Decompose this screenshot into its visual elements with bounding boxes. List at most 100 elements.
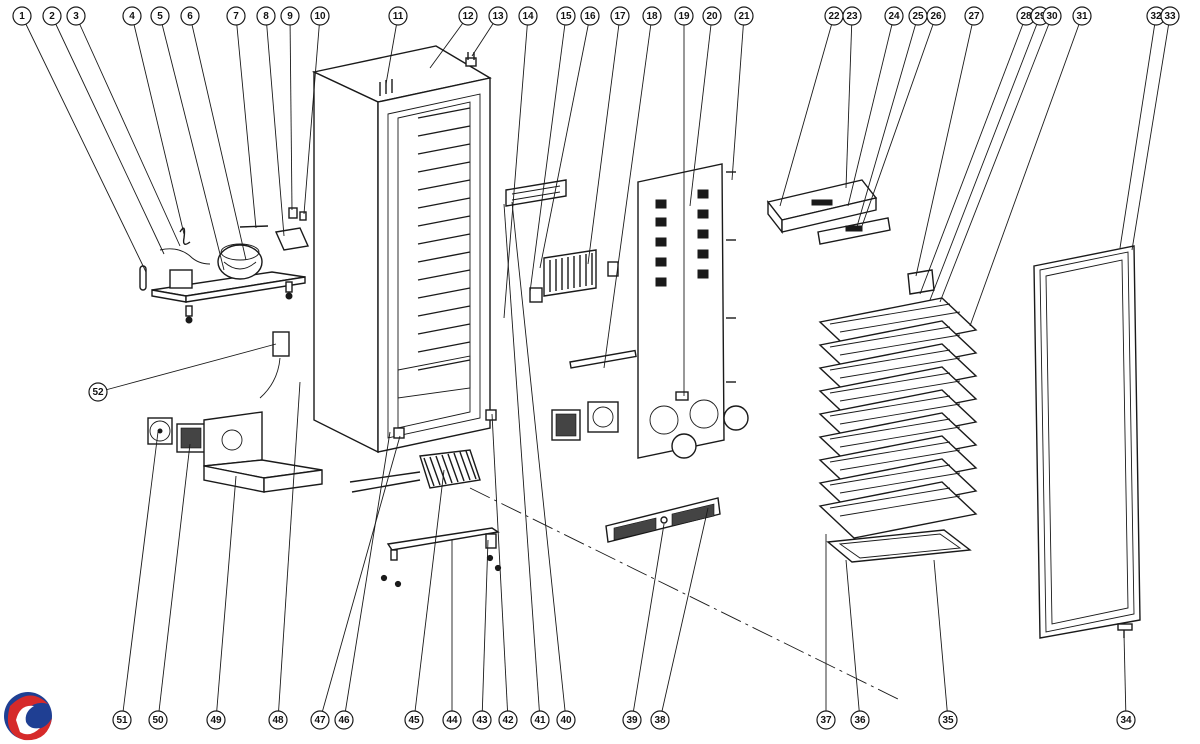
callout-11: 11 — [388, 6, 408, 26]
leader-line-30 — [939, 15, 1053, 303]
callout-number-5: 5 — [157, 11, 163, 22]
leader-line-20 — [689, 15, 713, 207]
leader-line-16 — [539, 15, 591, 269]
callout-circle-11 — [388, 6, 408, 26]
leader-line-4 — [131, 15, 185, 235]
control-panel — [766, 179, 891, 245]
callout-18: 18 — [642, 6, 662, 26]
callout-circle-50 — [148, 710, 168, 730]
callout-46: 46 — [334, 710, 354, 730]
leader-line-5 — [159, 15, 225, 271]
callout-circle-13 — [488, 6, 508, 26]
callout-circle-17 — [610, 6, 630, 26]
rear-panel — [637, 163, 749, 459]
callout-34: 34 — [1116, 710, 1136, 730]
callout-number-7: 7 — [233, 11, 239, 22]
leader-line-9 — [289, 15, 293, 211]
callout-number-45: 45 — [408, 715, 420, 726]
evaporator-assembly — [349, 449, 502, 588]
callout-2: 2 — [42, 6, 62, 26]
callout-37: 37 — [816, 710, 836, 730]
leader-line-41 — [503, 203, 541, 721]
leader-line-34 — [1123, 633, 1127, 721]
leader-line-50 — [157, 443, 191, 721]
callout-number-52: 52 — [92, 387, 104, 398]
leader-line-32 — [1119, 15, 1157, 249]
callout-number-19: 19 — [678, 11, 690, 22]
callout-number-43: 43 — [476, 715, 488, 726]
callout-circle-44 — [442, 710, 462, 730]
callout-9: 9 — [280, 6, 300, 26]
callout-number-50: 50 — [152, 715, 164, 726]
callout-number-37: 37 — [820, 715, 832, 726]
callout-number-20: 20 — [706, 11, 718, 22]
callout-circle-14 — [518, 6, 538, 26]
callout-44: 44 — [442, 710, 462, 730]
callout-45: 45 — [404, 710, 424, 730]
callout-number-21: 21 — [738, 11, 750, 22]
callout-number-41: 41 — [534, 715, 546, 726]
callout-number-47: 47 — [314, 715, 326, 726]
callout-circle-19 — [674, 6, 694, 26]
callout-circle-6 — [180, 6, 200, 26]
leader-line-39 — [631, 523, 665, 721]
callout-circle-18 — [642, 6, 662, 26]
callout-number-38: 38 — [654, 715, 666, 726]
callout-number-44: 44 — [446, 715, 458, 726]
condenser-fan-assembly — [147, 331, 323, 493]
glass-door — [1033, 245, 1141, 639]
leader-line-38 — [659, 507, 709, 721]
callout-22: 22 — [824, 6, 844, 26]
callout-number-49: 49 — [210, 715, 222, 726]
leader-line-36 — [845, 559, 861, 721]
callout-circle-26 — [926, 6, 946, 26]
callout-circle-40 — [556, 710, 576, 730]
callout-circle-36 — [850, 710, 870, 730]
leader-line-22 — [779, 15, 835, 207]
callout-number-15: 15 — [560, 11, 572, 22]
callout-number-4: 4 — [129, 11, 135, 22]
callout-number-36: 36 — [854, 715, 866, 726]
callout-number-11: 11 — [393, 11, 404, 22]
callout-number-23: 23 — [846, 11, 858, 22]
leader-line-25 — [855, 15, 919, 231]
callout-19: 19 — [674, 6, 694, 26]
assembly-axis-line — [469, 487, 901, 701]
callout-number-46: 46 — [338, 715, 350, 726]
callout-21: 21 — [734, 6, 754, 26]
callout-circle-41 — [530, 710, 550, 730]
callout-1: 1 — [12, 6, 32, 26]
callout-25: 25 — [908, 6, 928, 26]
leader-line-2 — [51, 15, 165, 255]
leader-line-35 — [933, 559, 949, 721]
callout-31: 31 — [1072, 6, 1092, 26]
callout-49: 49 — [206, 710, 226, 730]
leader-line-45 — [413, 469, 445, 721]
leader-line-12 — [429, 15, 469, 69]
leader-line-43 — [481, 539, 489, 721]
callout-13: 13 — [488, 6, 508, 26]
leader-line-51 — [121, 431, 159, 721]
callout-10: 10 — [310, 6, 330, 26]
callout-50: 50 — [148, 710, 168, 730]
callout-14: 14 — [518, 6, 538, 26]
wine-shelves — [818, 297, 978, 563]
callout-39: 39 — [622, 710, 642, 730]
callout-circle-23 — [842, 6, 862, 26]
callout-circle-10 — [310, 6, 330, 26]
callout-circle-3 — [66, 6, 86, 26]
callout-number-26: 26 — [930, 11, 942, 22]
leader-line-47 — [319, 435, 401, 721]
callout-43: 43 — [472, 710, 492, 730]
callout-number-34: 34 — [1120, 715, 1132, 726]
callout-4: 4 — [122, 6, 142, 26]
callout-circle-20 — [702, 6, 722, 26]
callout-7: 7 — [226, 6, 246, 26]
callout-30: 30 — [1042, 6, 1062, 26]
fan-cover — [605, 497, 721, 543]
callout-23: 23 — [842, 6, 862, 26]
callout-circle-12 — [458, 6, 478, 26]
callout-number-25: 25 — [912, 11, 924, 22]
callout-circle-16 — [580, 6, 600, 26]
callout-circle-38 — [650, 710, 670, 730]
